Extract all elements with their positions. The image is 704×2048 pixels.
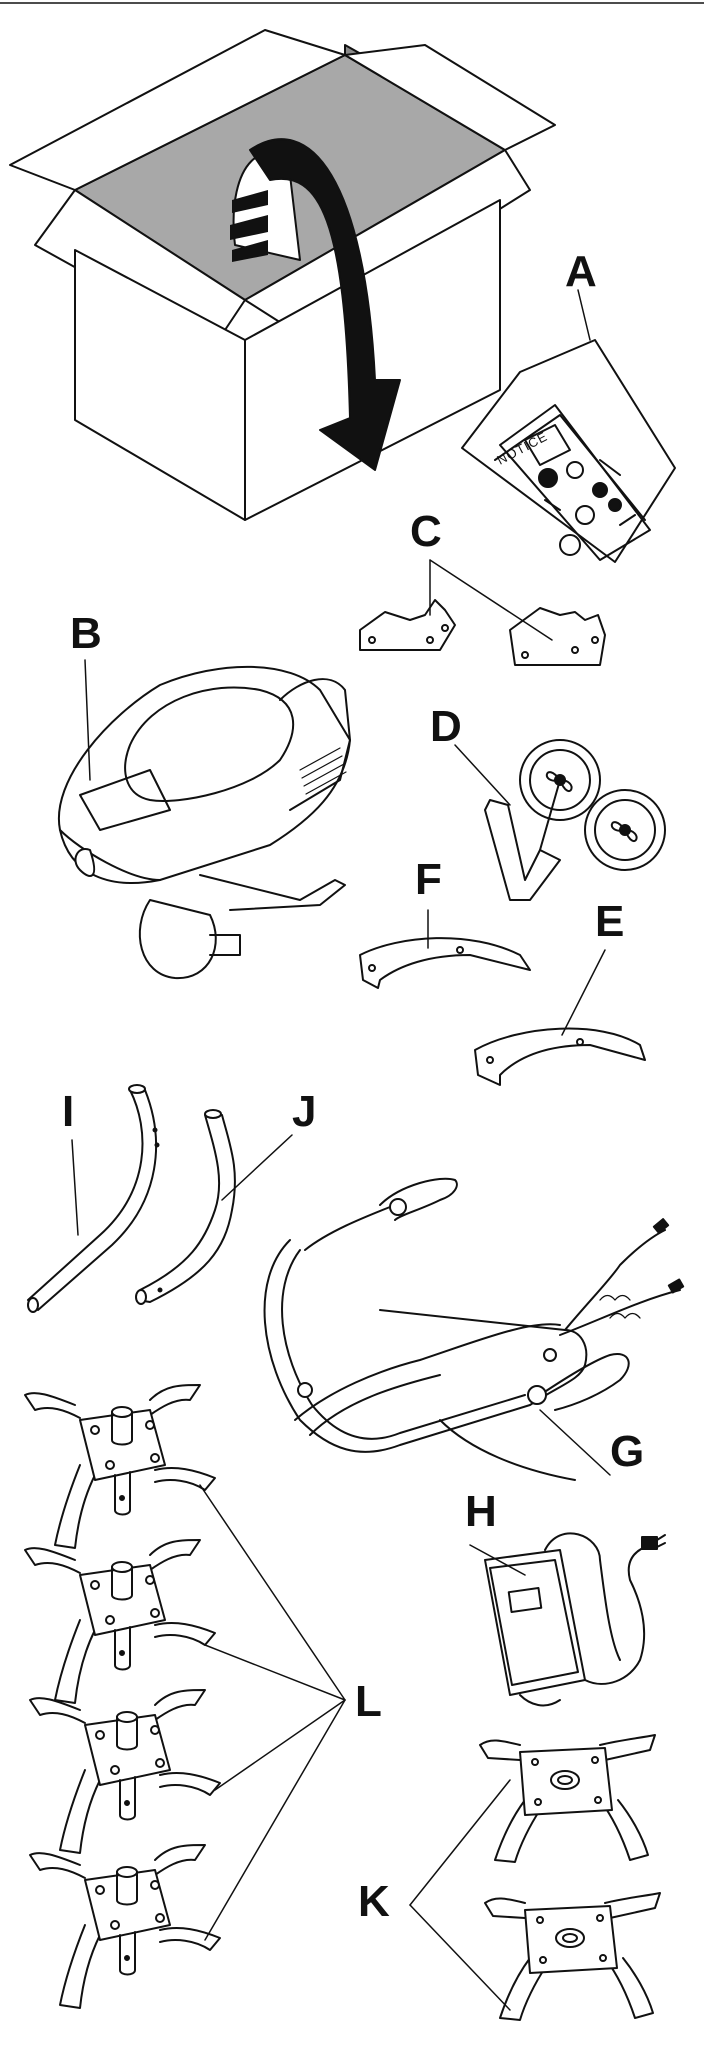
part-b-motor-unit bbox=[59, 667, 350, 978]
part-c-brackets bbox=[360, 600, 605, 665]
part-d-wheels bbox=[485, 740, 665, 900]
label-k: K bbox=[358, 1880, 390, 1924]
label-f: F bbox=[415, 858, 442, 902]
label-j: J bbox=[292, 1090, 316, 1134]
label-e: E bbox=[595, 900, 624, 944]
label-c: C bbox=[410, 510, 442, 554]
part-e-guard bbox=[475, 1029, 645, 1085]
part-l-tines bbox=[25, 1385, 220, 2008]
label-l: L bbox=[355, 1680, 382, 1724]
part-k-plates bbox=[480, 1735, 660, 2020]
label-h: H bbox=[465, 1490, 497, 1534]
part-h-charger bbox=[485, 1533, 665, 1705]
label-i: I bbox=[62, 1090, 74, 1134]
label-g: G bbox=[610, 1430, 644, 1474]
label-b: B bbox=[70, 612, 102, 656]
part-i-tube bbox=[28, 1085, 159, 1312]
label-d: D bbox=[430, 705, 462, 749]
label-a: A bbox=[565, 250, 597, 294]
part-f-guard bbox=[360, 938, 530, 988]
